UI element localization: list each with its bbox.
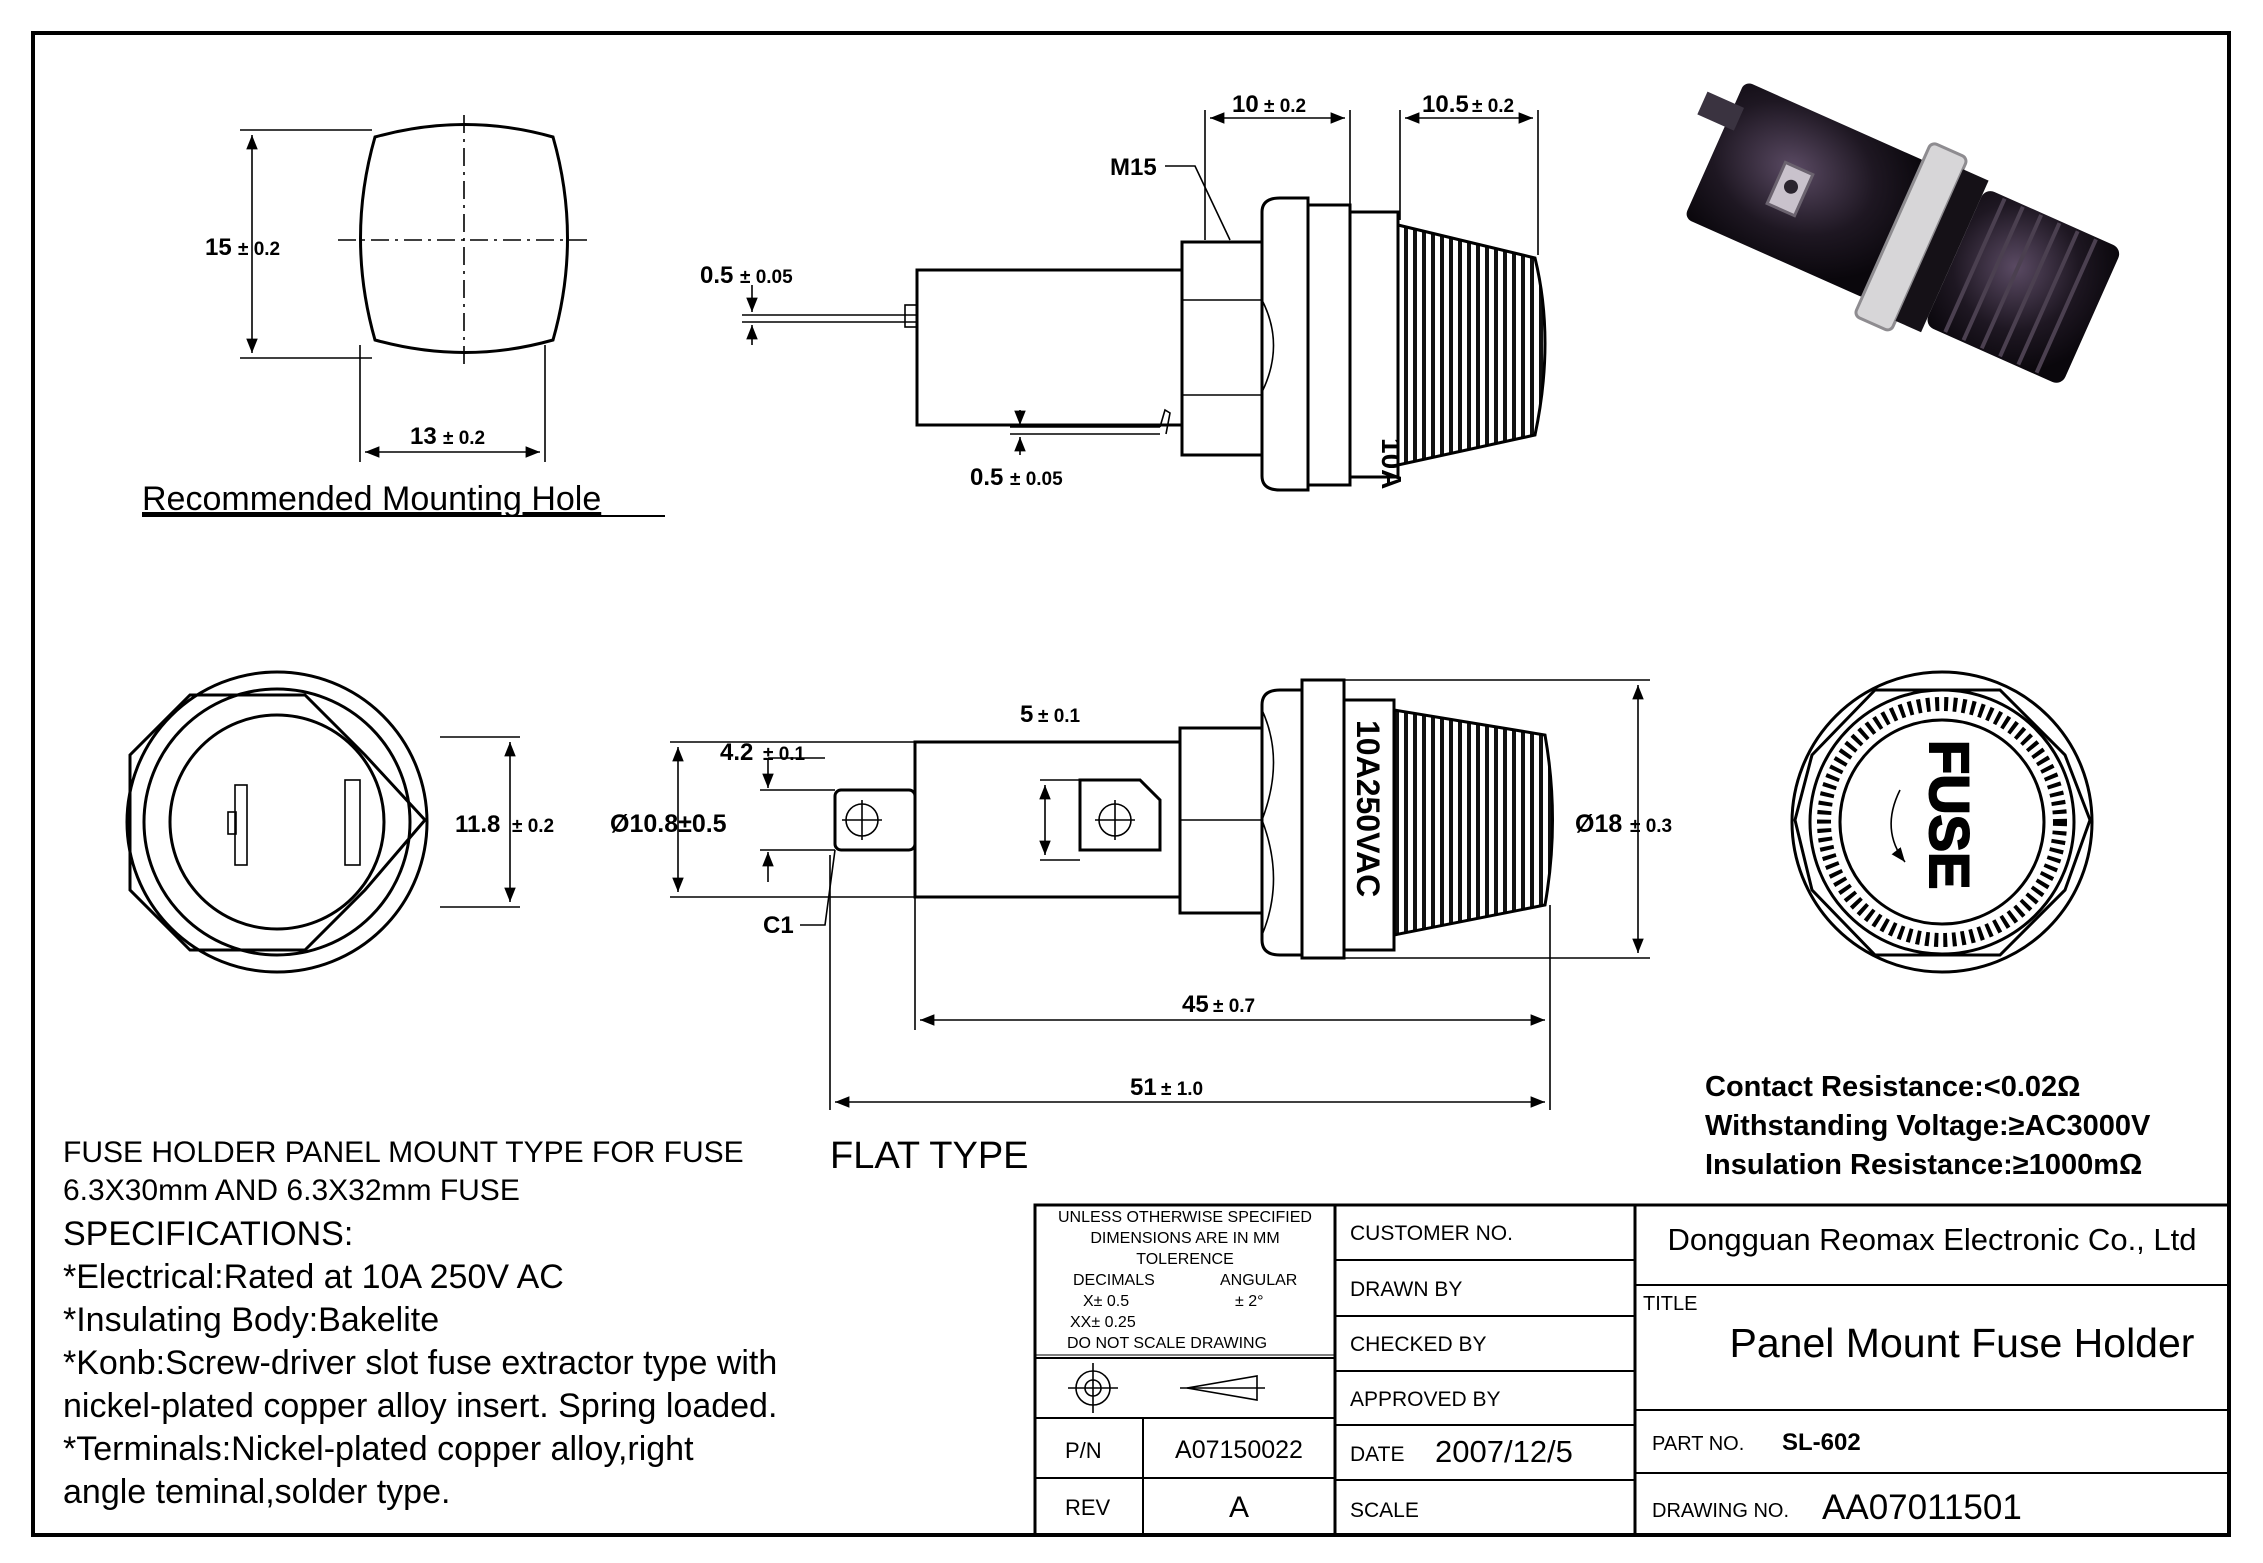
knob-end-view: FUSE <box>1790 670 2094 974</box>
spec-line-1: *Insulating Body:Bakelite <box>63 1301 439 1339</box>
tol-line3: TOLERENCE <box>1136 1251 1234 1268</box>
spec-line-5: angle teminal,solder type. <box>63 1473 450 1511</box>
dim-10-tol: ± 0.2 <box>1264 96 1306 117</box>
ratings: Contact Resistance:<0.02Ω Withstanding V… <box>1705 1071 2151 1181</box>
product-photo <box>1686 83 2120 383</box>
main-cap-marking: 10A250VAC <box>1350 720 1386 897</box>
dim-118-tol: ± 0.2 <box>512 816 554 837</box>
dim-51-tol: ± 1.0 <box>1161 1079 1203 1100</box>
customer-no-label: CUSTOMER NO. <box>1350 1222 1513 1245</box>
rating-withstanding-voltage: Withstanding Voltage:≥AC3000V <box>1705 1110 2151 1142</box>
knob-arrow <box>1890 789 1906 863</box>
part-no-label: PART NO. <box>1652 1433 1744 1455</box>
side-terminal <box>1078 778 1162 852</box>
knob-fuse-text: FUSE <box>1918 740 1981 889</box>
mounting-hole-view: 15 ± 0.2 13 ± 0.2 Recommended Mounting H… <box>142 115 665 518</box>
main-view: 10A250VAC 4.2 ± 0.1 Ø10.8±0.5 C1 5 ± 0.1… <box>610 678 1672 1110</box>
front-outer-circle <box>125 670 429 974</box>
tol-line1: UNLESS OTHERWISE SPECIFIED <box>1058 1209 1312 1226</box>
rating-contact-resistance: Contact Resistance:<0.02Ω <box>1705 1071 2080 1103</box>
dim-118-value: 11.8 <box>455 811 500 838</box>
m15-label: M15 <box>1110 154 1157 181</box>
dim-5-value: 5 <box>1020 701 1033 728</box>
tol-line2: DIMENSIONS ARE IN MM <box>1090 1230 1279 1247</box>
rating-insulation-resistance: Insulation Resistance:≥1000mΩ <box>1705 1149 2142 1181</box>
dim-05-top-value: 0.5 <box>700 262 733 289</box>
scale-label: SCALE <box>1350 1499 1419 1522</box>
main-knurled-knob <box>1392 708 1554 937</box>
tol-x: X± 0.5 <box>1083 1293 1129 1310</box>
title-value: Panel Mount Fuse Holder <box>1730 1320 2195 1366</box>
dim-05-bot-tol: ± 0.05 <box>1010 469 1063 490</box>
front-hex-outline <box>128 693 428 952</box>
checked-by-label: CHECKED BY <box>1350 1333 1487 1356</box>
spec-line-4: *Terminals:Nickel-plated copper alloy,ri… <box>63 1430 694 1468</box>
main-body <box>913 740 1182 899</box>
mounting-hole-outline <box>359 123 569 354</box>
dim-10-value: 10 <box>1232 91 1259 118</box>
photo-knob <box>1927 191 2120 383</box>
dim-d108-label: Ø10.8±0.5 <box>610 810 727 838</box>
dim-05-top-tol: ± 0.05 <box>740 267 793 288</box>
spec-line-0: *Electrical:Rated at 10A 250V AC <box>63 1258 564 1296</box>
title-label: TITLE <box>1643 1293 1697 1315</box>
pn-value: A07150022 <box>1175 1436 1303 1464</box>
dim-45-tol: ± 0.7 <box>1213 996 1255 1017</box>
tol-xx: XX± 0.25 <box>1070 1314 1136 1331</box>
knob-hex-outline <box>1793 688 2092 957</box>
approved-by-label: APPROVED BY <box>1350 1388 1501 1411</box>
hole-width-value: 13 <box>410 423 437 450</box>
tol-decimals: DECIMALS <box>1073 1272 1155 1289</box>
title-block: UNLESS OTHERWISE SPECIFIED DIMENSIONS AR… <box>1033 1203 2231 1537</box>
hole-height-value: 15 <box>205 234 232 261</box>
side-flange <box>1260 196 1310 492</box>
date-value: 2007/12/5 <box>1435 1434 1573 1469</box>
desc-line1: FUSE HOLDER PANEL MOUNT TYPE FOR FUSE <box>63 1136 744 1169</box>
dim-42-tol: ± 0.1 <box>763 744 806 765</box>
side-knurled-knob <box>1396 223 1547 467</box>
part-no-value: SL-602 <box>1782 1429 1861 1456</box>
desc-line2: 6.3X30mm AND 6.3X32mm FUSE <box>63 1174 520 1207</box>
dim-d18-tol: ± 0.3 <box>1630 816 1672 837</box>
drawing-no-label: DRAWING NO. <box>1652 1500 1789 1522</box>
company-name: Dongguan Reomax Electronic Co., Ltd <box>1667 1222 2196 1257</box>
no-scale-note: DO NOT SCALE DRAWING <box>1067 1335 1267 1352</box>
dim-5-tol: ± 0.1 <box>1038 706 1081 727</box>
spec-heading: SPECIFICATIONS: <box>63 1215 353 1253</box>
side-nut <box>1180 240 1264 457</box>
rev-value: A <box>1229 1491 1249 1524</box>
dim-05-bot-value: 0.5 <box>970 464 1003 491</box>
description: FUSE HOLDER PANEL MOUNT TYPE FOR FUSE FL… <box>63 1135 1029 1511</box>
pn-label: P/N <box>1065 1438 1102 1463</box>
dim-51-value: 51 <box>1130 1074 1157 1101</box>
rev-label: REV <box>1065 1495 1111 1520</box>
dim-45-value: 45 <box>1182 991 1209 1018</box>
dim-105-tol: ± 0.2 <box>1472 96 1514 117</box>
side-flange-ring <box>1306 203 1352 487</box>
dim-105-value: 10.5 <box>1422 91 1469 118</box>
spec-line-2: *Konb:Screw-driver slot fuse extractor t… <box>63 1344 777 1382</box>
dim-d18-value: Ø18 <box>1575 810 1622 838</box>
hole-width-tol: ± 0.2 <box>443 428 485 449</box>
tol-angle: ± 2° <box>1235 1293 1264 1310</box>
spec-line-3: nickel-plated copper alloy insert. Sprin… <box>63 1387 777 1425</box>
drawing-no-value: AA07011501 <box>1822 1488 2022 1527</box>
c1-label: C1 <box>763 912 794 939</box>
knob-knurl-ring <box>1817 697 2067 947</box>
desc-flat-type: FLAT TYPE <box>830 1135 1029 1177</box>
front-inner-circle <box>168 713 386 931</box>
projection-symbol <box>1068 1363 1265 1413</box>
mounting-hole-caption: Recommended Mounting Hole <box>142 480 601 518</box>
date-label: DATE <box>1350 1443 1404 1466</box>
drawn-by-label: DRAWN BY <box>1350 1278 1462 1301</box>
dim-42-value: 4.2 <box>720 739 753 766</box>
hole-height-tol: ± 0.2 <box>238 239 280 260</box>
side-view: 10A M15 10 ± 0.2 10.5 ± 0.2 0.5 ± 0.05 0… <box>700 91 1547 492</box>
side-body <box>915 268 1184 427</box>
front-view: 11.8 ± 0.2 <box>125 670 554 974</box>
tol-angular: ANGULAR <box>1220 1272 1297 1289</box>
